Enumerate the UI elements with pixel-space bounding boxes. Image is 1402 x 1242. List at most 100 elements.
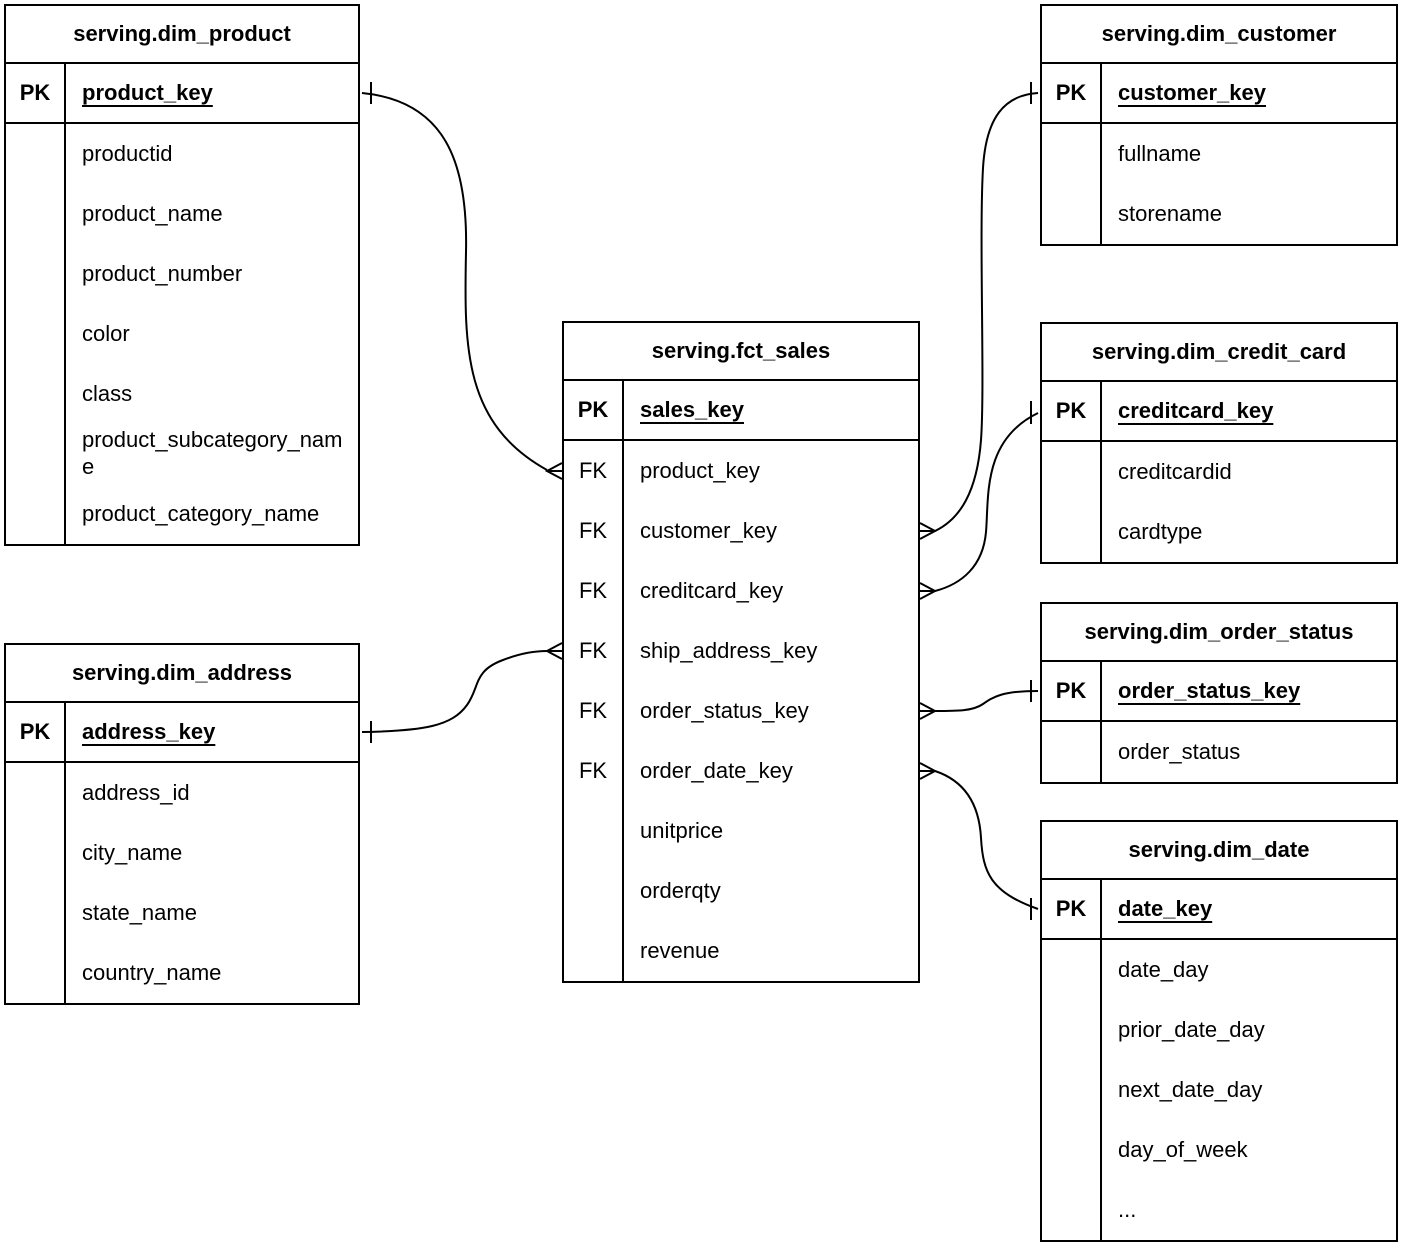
pk-row: PK order_status_key — [1042, 662, 1396, 722]
pk-row: PK creditcard_key — [1042, 382, 1396, 442]
field-row: class — [6, 364, 358, 424]
field-name: product_number — [82, 260, 243, 286]
field-row: country_name — [6, 943, 358, 1003]
field-row: product_number — [6, 244, 358, 304]
relationship-fct-sales-dim-date — [919, 762, 1039, 920]
pk-row: PK product_key — [6, 64, 358, 124]
field-name: product_key — [640, 457, 760, 483]
field-row: FK order_date_key — [564, 741, 918, 801]
field-row: product_subcategory_name — [6, 424, 358, 484]
pk-field: date_key — [1118, 895, 1213, 921]
field-name: productid — [82, 140, 173, 166]
pk-row: PK customer_key — [1042, 64, 1396, 124]
key-label — [6, 244, 66, 304]
field-row: storename — [1042, 184, 1396, 244]
pk-field: product_key — [82, 79, 213, 105]
entity-title-dim-address: serving.dim_address — [6, 645, 358, 703]
field-row: FK product_key — [564, 441, 918, 501]
key-label — [1042, 722, 1102, 782]
field-row: product_category_name — [6, 484, 358, 544]
field-row: FK order_status_key — [564, 681, 918, 741]
field-name: creditcardid — [1118, 458, 1232, 484]
fk-label: FK — [564, 741, 624, 801]
relationship-fct-sales-dim-address — [361, 642, 563, 743]
field-name: day_of_week — [1118, 1136, 1248, 1162]
field-name: customer_key — [640, 517, 777, 543]
key-label — [6, 763, 66, 823]
pk-label: PK — [1042, 382, 1102, 440]
pk-label: PK — [1042, 64, 1102, 122]
field-row: prior_date_day — [1042, 1000, 1396, 1060]
key-label — [6, 364, 66, 424]
field-row: unitprice — [564, 801, 918, 861]
key-label — [6, 823, 66, 883]
crow-foot-customer-key — [919, 522, 938, 540]
entity-title-dim-customer: serving.dim_customer — [1042, 6, 1396, 64]
fk-label: FK — [564, 621, 624, 681]
entity-dim-address: serving.dim_address PK address_key addre… — [4, 643, 360, 1005]
field-name: color — [82, 320, 130, 346]
field-name: order_status_key — [640, 697, 809, 723]
field-name: product_name — [82, 200, 223, 226]
pk-label: PK — [564, 381, 624, 439]
entity-dim-date: serving.dim_date PK date_key date_day pr… — [1040, 820, 1398, 1242]
field-name: next_date_day — [1118, 1076, 1263, 1102]
field-row: color — [6, 304, 358, 364]
field-name: product_subcategory_name — [82, 427, 343, 479]
field-name: unitprice — [640, 817, 724, 843]
pk-row: PK address_key — [6, 703, 358, 763]
field-name: product_category_name — [82, 500, 320, 526]
field-row: creditcardid — [1042, 442, 1396, 502]
crow-foot-creditcard-key — [919, 582, 938, 600]
field-name: city_name — [82, 839, 183, 865]
key-label — [564, 921, 624, 981]
field-name: revenue — [640, 937, 720, 963]
key-label — [6, 304, 66, 364]
pk-field: address_key — [82, 718, 216, 744]
field-row: cardtype — [1042, 502, 1396, 562]
pk-field: creditcard_key — [1118, 397, 1274, 423]
field-row: address_id — [6, 763, 358, 823]
field-name: order_status — [1118, 738, 1241, 764]
field-name: country_name — [82, 959, 222, 985]
field-row: productid — [6, 124, 358, 184]
crow-foot-order-date-key — [919, 762, 938, 780]
key-label — [6, 184, 66, 244]
pk-field: customer_key — [1118, 79, 1266, 105]
field-row: FK customer_key — [564, 501, 918, 561]
crow-foot-product-key — [544, 462, 563, 480]
field-row: orderqty — [564, 861, 918, 921]
fk-label: FK — [564, 501, 624, 561]
field-name: date_day — [1118, 956, 1209, 982]
key-label — [1042, 502, 1102, 562]
entity-fct-sales: serving.fct_sales PK sales_key FK produc… — [562, 321, 920, 983]
pk-field: sales_key — [640, 396, 744, 422]
entity-title-fct-sales: serving.fct_sales — [564, 323, 918, 381]
relationship-fct-sales-dim-order-status — [919, 680, 1039, 720]
entity-title-dim-order-status: serving.dim_order_status — [1042, 604, 1396, 662]
pk-label: PK — [1042, 880, 1102, 938]
entity-dim-product: serving.dim_product PK product_key produ… — [4, 4, 360, 546]
relationship-fct-sales-dim-credit-card — [919, 401, 1039, 600]
field-name: class — [82, 380, 133, 406]
field-row: next_date_day — [1042, 1060, 1396, 1120]
key-label — [1042, 442, 1102, 502]
key-label — [6, 883, 66, 943]
entity-dim-credit-card: serving.dim_credit_card PK creditcard_ke… — [1040, 322, 1398, 564]
key-label — [6, 124, 66, 184]
field-row: ... — [1042, 1180, 1396, 1240]
relationship-fct-sales-dim-customer — [919, 82, 1039, 540]
field-name: order_date_key — [640, 757, 793, 783]
relationship-fct-sales-dim-product — [361, 82, 563, 480]
key-label — [1042, 1000, 1102, 1060]
key-label — [1042, 1120, 1102, 1180]
field-name: orderqty — [640, 877, 721, 903]
field-name: address_id — [82, 779, 190, 805]
pk-row: PK date_key — [1042, 880, 1396, 940]
field-row: fullname — [1042, 124, 1396, 184]
entity-dim-customer: serving.dim_customer PK customer_key ful… — [1040, 4, 1398, 246]
field-row: order_status — [1042, 722, 1396, 782]
fk-label: FK — [564, 561, 624, 621]
